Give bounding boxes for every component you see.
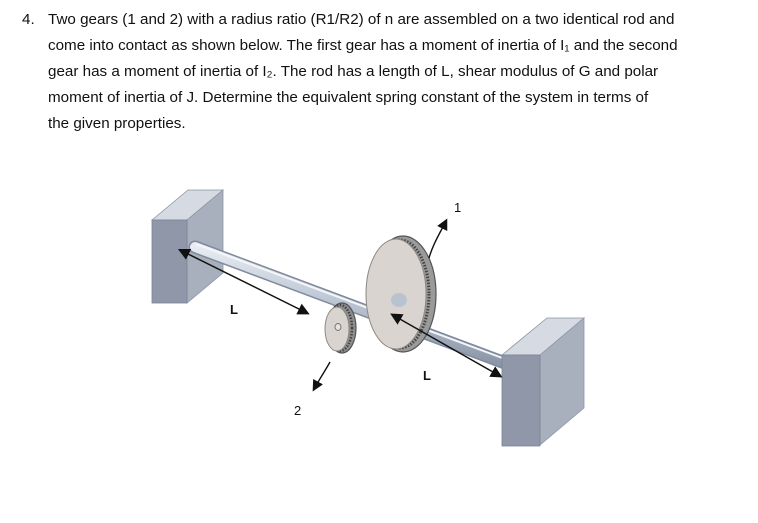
problem-line: Two gears (1 and 2) with a radius ratio … bbox=[48, 11, 675, 28]
length-label-left: L bbox=[230, 302, 238, 317]
problem-line: moment of inertia of J. Determine the eq… bbox=[48, 89, 649, 106]
gear-1-label: 1 bbox=[454, 200, 461, 215]
problem-statement: 4. Two gears (1 and 2) with a radius rat… bbox=[22, 7, 746, 137]
right-wall-block bbox=[500, 317, 586, 447]
problem-number: 4. bbox=[22, 11, 35, 28]
gear-2-rotation-arrow bbox=[312, 361, 331, 392]
problem-line: come into contact as shown below. The fi… bbox=[48, 37, 678, 54]
problem-line: gear has a moment of inertia of I₂. The … bbox=[48, 63, 659, 80]
gear-2 bbox=[324, 302, 357, 354]
length-label-right: L bbox=[423, 368, 431, 383]
problem-line: the given properties. bbox=[48, 115, 186, 132]
gear-2-label: 2 bbox=[294, 403, 301, 418]
gear-1-rotation-arrow bbox=[428, 218, 448, 259]
length-dimension-right bbox=[390, 313, 503, 378]
length-dimension-left bbox=[177, 248, 310, 315]
problem-text: Two gears (1 and 2) with a radius ratio … bbox=[48, 7, 746, 137]
gear-1 bbox=[365, 235, 437, 353]
left-wall-block bbox=[150, 189, 225, 304]
